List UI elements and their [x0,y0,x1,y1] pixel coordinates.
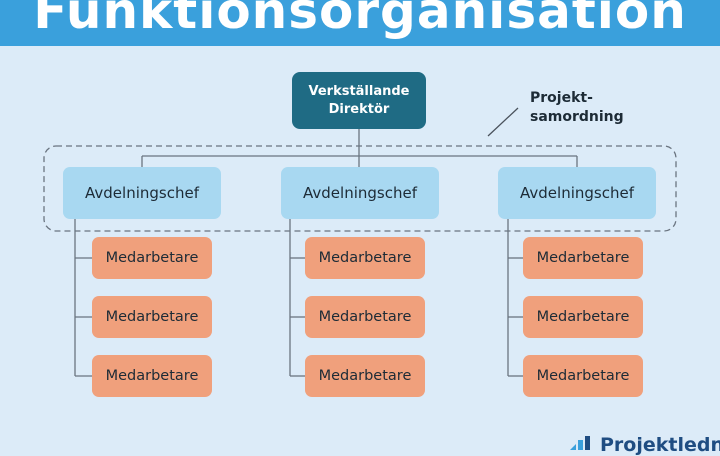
department-head-2: Avdelningschef [281,167,439,219]
director-label-line1: Verkställande [308,83,410,99]
employee-box: Medarbetare [523,296,643,338]
logo-bars-icon [570,436,590,450]
employee-box: Medarbetare [305,237,425,279]
director-label-line2: Direktör [328,101,390,117]
employee-box: Medarbetare [305,296,425,338]
employee-box: Medarbetare [305,355,425,397]
employee-box: Medarbetare [523,355,643,397]
logo-text: Projektledni [600,434,720,456]
annotation-line2: samordning [530,109,624,125]
annotation-line1: Projekt- [530,90,593,106]
director-box: Verkställande Direktör [292,72,426,129]
brand-logo: Projektledni [570,434,720,456]
page-title: Funktionsorganisation [33,0,687,40]
department-head-3: Avdelningschef [498,167,656,219]
project-coordination-label: Projekt- samordning [530,89,624,127]
title-banner: Funktionsorganisation [0,0,720,46]
employee-box: Medarbetare [92,296,212,338]
department-head-1: Avdelningschef [63,167,221,219]
project-coordination-frame [43,145,677,232]
employee-box: Medarbetare [92,237,212,279]
annotation-pointer [487,107,519,137]
employee-box: Medarbetare [92,355,212,397]
employee-box: Medarbetare [523,237,643,279]
